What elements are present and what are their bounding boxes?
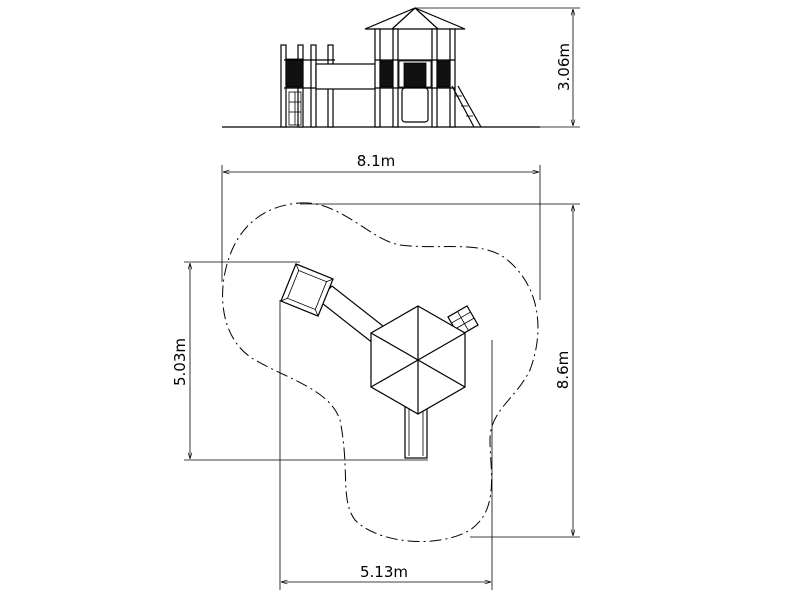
elevation-view: 3.06m <box>222 7 580 128</box>
plan-square-tower <box>280 263 334 317</box>
structure-depth-label: 5.03m <box>171 338 189 386</box>
structure-width-label: 5.13m <box>360 563 408 581</box>
stairs <box>451 85 482 128</box>
bridge <box>315 63 377 90</box>
plan-view: 8.1m 8.6m 5.03m 5.13m <box>171 152 580 590</box>
overall-width-label: 8.1m <box>357 152 395 170</box>
height-label: 3.06m <box>555 43 573 91</box>
plan-hex-roof <box>370 305 466 415</box>
safety-zone-outline <box>222 202 539 542</box>
slide <box>401 87 429 123</box>
roof <box>364 7 466 30</box>
overall-depth-label: 8.6m <box>554 351 572 389</box>
main-tower <box>364 7 466 128</box>
